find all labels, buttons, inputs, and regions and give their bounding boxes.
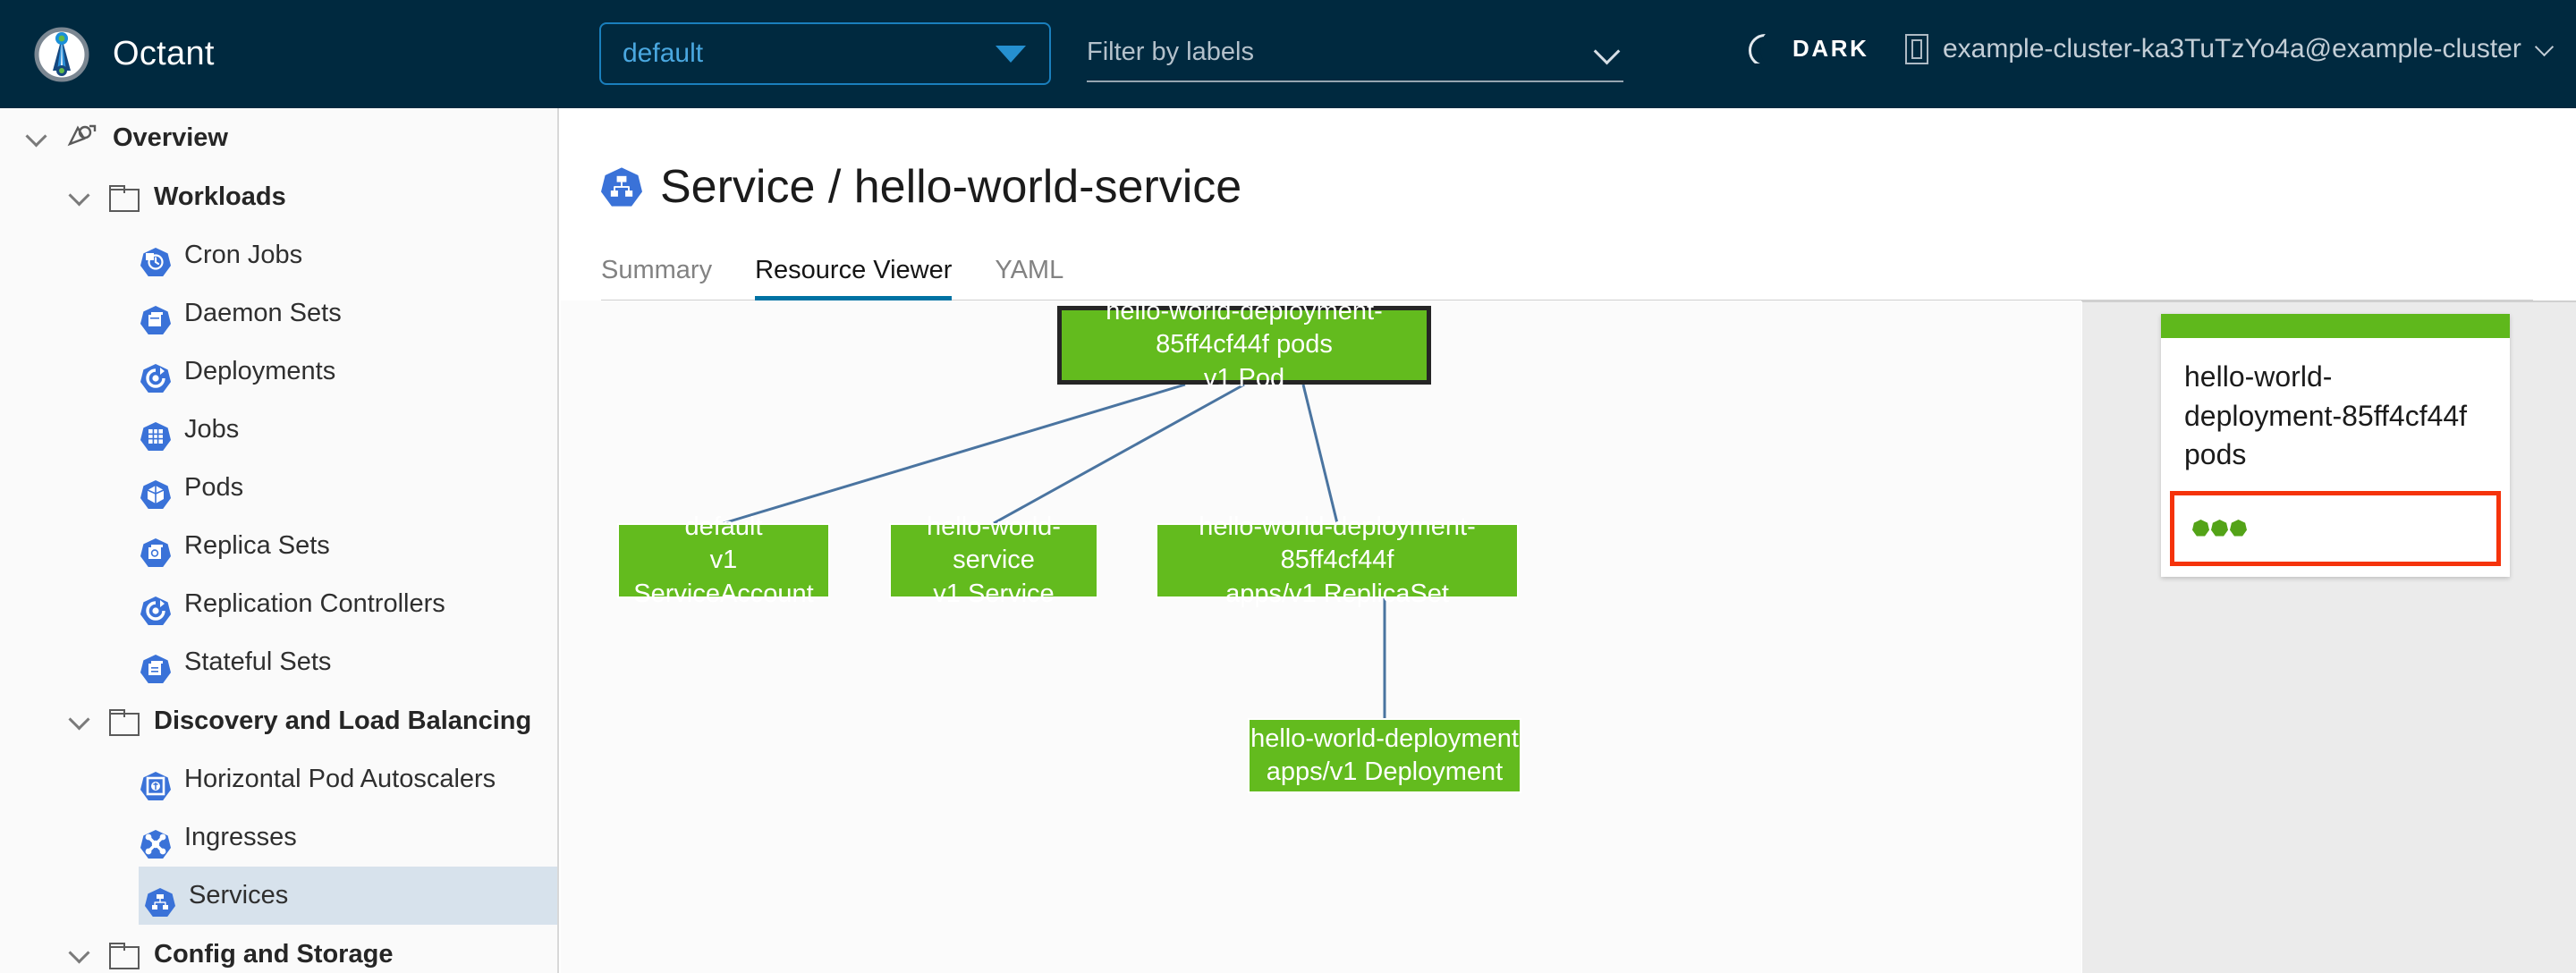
namespace-value: default [623, 38, 704, 68]
job-icon [134, 415, 171, 451]
overview-icon [66, 124, 97, 151]
service-icon [139, 881, 175, 917]
sidebar-item-label: Daemon Sets [184, 299, 342, 327]
card-title: hello-world-deployment-85ff4cf44f pods [2184, 360, 2468, 471]
folder-icon [109, 185, 140, 212]
tab-bar: Summary Resource Viewer YAML [601, 246, 2533, 301]
sidebar-item-label: Jobs [184, 415, 240, 444]
tab-resource-viewer[interactable]: Resource Viewer [755, 256, 953, 301]
theme-toggle[interactable]: DARK [1749, 34, 1869, 63]
sidebar-item-cron-jobs[interactable]: Cron Jobs [0, 226, 557, 284]
sidebar-item-label: Workloads [154, 182, 286, 211]
octant-logo-icon [34, 27, 89, 82]
deployment-icon [134, 357, 171, 393]
sidebar-item-label: Overview [113, 123, 228, 152]
sidebar-item-horizontal-pod-autoscalers[interactable]: Horizontal Pod Autoscalers [0, 750, 557, 808]
cluster-selector[interactable]: example-cluster-ka3TuTzYo4a@example-clus… [1905, 34, 2554, 64]
graph-node-deployment[interactable]: hello-world-deployment apps/v1 Deploymen… [1248, 718, 1521, 793]
resource-viewer-canvas[interactable]: hello-world-deployment-85ff4cf44f pods v… [561, 297, 2081, 973]
sidebar-item-jobs[interactable]: Jobs [0, 401, 557, 459]
sidebar-item-daemon-sets[interactable]: Daemon Sets [0, 284, 557, 343]
tab-yaml[interactable]: YAML [995, 256, 1064, 284]
sidebar-item-workloads[interactable]: Workloads [0, 167, 557, 226]
pod-icon [134, 473, 171, 509]
sidebar-item-overview[interactable]: Overview [0, 108, 557, 167]
brand[interactable]: Octant [34, 27, 215, 82]
detail-panel: hello-world-deployment-85ff4cf44f pods [2082, 300, 2576, 973]
sidebar-item-discovery-and-load-balancing[interactable]: Discovery and Load Balancing [0, 691, 557, 750]
replicaset-icon [134, 531, 171, 567]
theme-toggle-label: DARK [1792, 35, 1869, 62]
ingress-icon [134, 823, 171, 859]
sidebar-item-label: Config and Storage [154, 939, 394, 969]
sidebar-item-label: Pods [184, 473, 244, 502]
sidebar-item-deployments[interactable]: Deployments [0, 343, 557, 401]
pod-status-dot[interactable] [2211, 520, 2228, 537]
rc-icon [134, 589, 171, 625]
chevron-down-icon[interactable] [70, 944, 89, 964]
statefulset-icon [134, 647, 171, 683]
sidebar-item-config-and-storage[interactable]: Config and Storage [0, 925, 557, 973]
sidebar-item-label: Deployments [184, 357, 336, 385]
tab-summary[interactable]: Summary [601, 256, 713, 284]
graph-edge [723, 383, 1186, 525]
graph-edges [723, 383, 1386, 718]
sidebar-item-pods[interactable]: Pods [0, 459, 557, 517]
graph-edge [993, 383, 1245, 525]
daemonset-icon [134, 299, 171, 334]
service-icon [601, 166, 642, 207]
chevron-down-icon[interactable] [70, 711, 89, 731]
label-filter-placeholder: Filter by labels [1087, 37, 1254, 66]
page-title-text: Service / hello-world-service [660, 161, 1242, 213]
graph-node-rs[interactable]: hello-world-deployment-85ff4cf44f apps/v… [1156, 512, 1519, 608]
graph-node-pod[interactable]: hello-world-deployment-85ff4cf44f pods v… [1057, 297, 1431, 393]
folder-icon [109, 943, 140, 969]
sidebar-item-label: Ingresses [184, 823, 297, 851]
sidebar-item-services[interactable]: Services [139, 867, 557, 925]
chevron-down-icon[interactable] [1595, 40, 1618, 63]
sidebar-item-ingresses[interactable]: Ingresses [0, 808, 557, 867]
cluster-icon [1905, 34, 1928, 64]
label-filter-input[interactable]: Filter by labels [1087, 23, 1623, 82]
sidebar-item-label: Services [189, 881, 289, 910]
sidebar-item-label: Replication Controllers [184, 589, 445, 618]
detail-card[interactable]: hello-world-deployment-85ff4cf44f pods [2161, 314, 2510, 577]
caret-down-icon [996, 45, 1026, 63]
graph-node-svc[interactable]: hello-world-service v1 Service [889, 512, 1098, 608]
main-content: Service / hello-world-service Summary Res… [561, 108, 2576, 973]
sidebar-item-label: Discovery and Load Balancing [154, 706, 532, 735]
pod-status-dot[interactable] [2192, 520, 2209, 537]
sidebar-item-replication-controllers[interactable]: Replication Controllers [0, 575, 557, 633]
chevron-down-icon[interactable] [27, 128, 47, 148]
cronjob-icon [134, 241, 171, 276]
pod-status-dot[interactable] [2230, 520, 2247, 537]
sidebar-item-label: Replica Sets [184, 531, 330, 560]
chevron-down-icon [2536, 40, 2554, 58]
namespace-selector[interactable]: default [599, 22, 1051, 85]
top-header: Octant default Filter by labels DARK exa… [0, 0, 2576, 108]
graph-node-sa[interactable]: default v1 ServiceAccount [617, 512, 830, 608]
hpa-icon [134, 765, 171, 800]
cluster-name: example-cluster-ka3TuTzYo4a@example-clus… [1943, 34, 2521, 63]
chevron-down-icon[interactable] [70, 187, 89, 207]
sidebar-item-stateful-sets[interactable]: Stateful Sets [0, 633, 557, 691]
sidebar-item-label: Stateful Sets [184, 647, 332, 676]
graph-edge [1301, 384, 1339, 524]
page-title: Service / hello-world-service [601, 160, 2576, 214]
folder-icon [109, 709, 140, 736]
sidebar-item-replica-sets[interactable]: Replica Sets [0, 517, 557, 575]
sidebar-item-label: Horizontal Pod Autoscalers [184, 765, 496, 793]
card-status-bar [2161, 314, 2510, 338]
moon-icon [1749, 34, 1778, 63]
brand-name: Octant [113, 35, 215, 72]
pod-status-highlight[interactable] [2170, 490, 2501, 566]
pod-status-dots [2192, 520, 2247, 537]
sidebar-item-label: Cron Jobs [184, 241, 303, 269]
